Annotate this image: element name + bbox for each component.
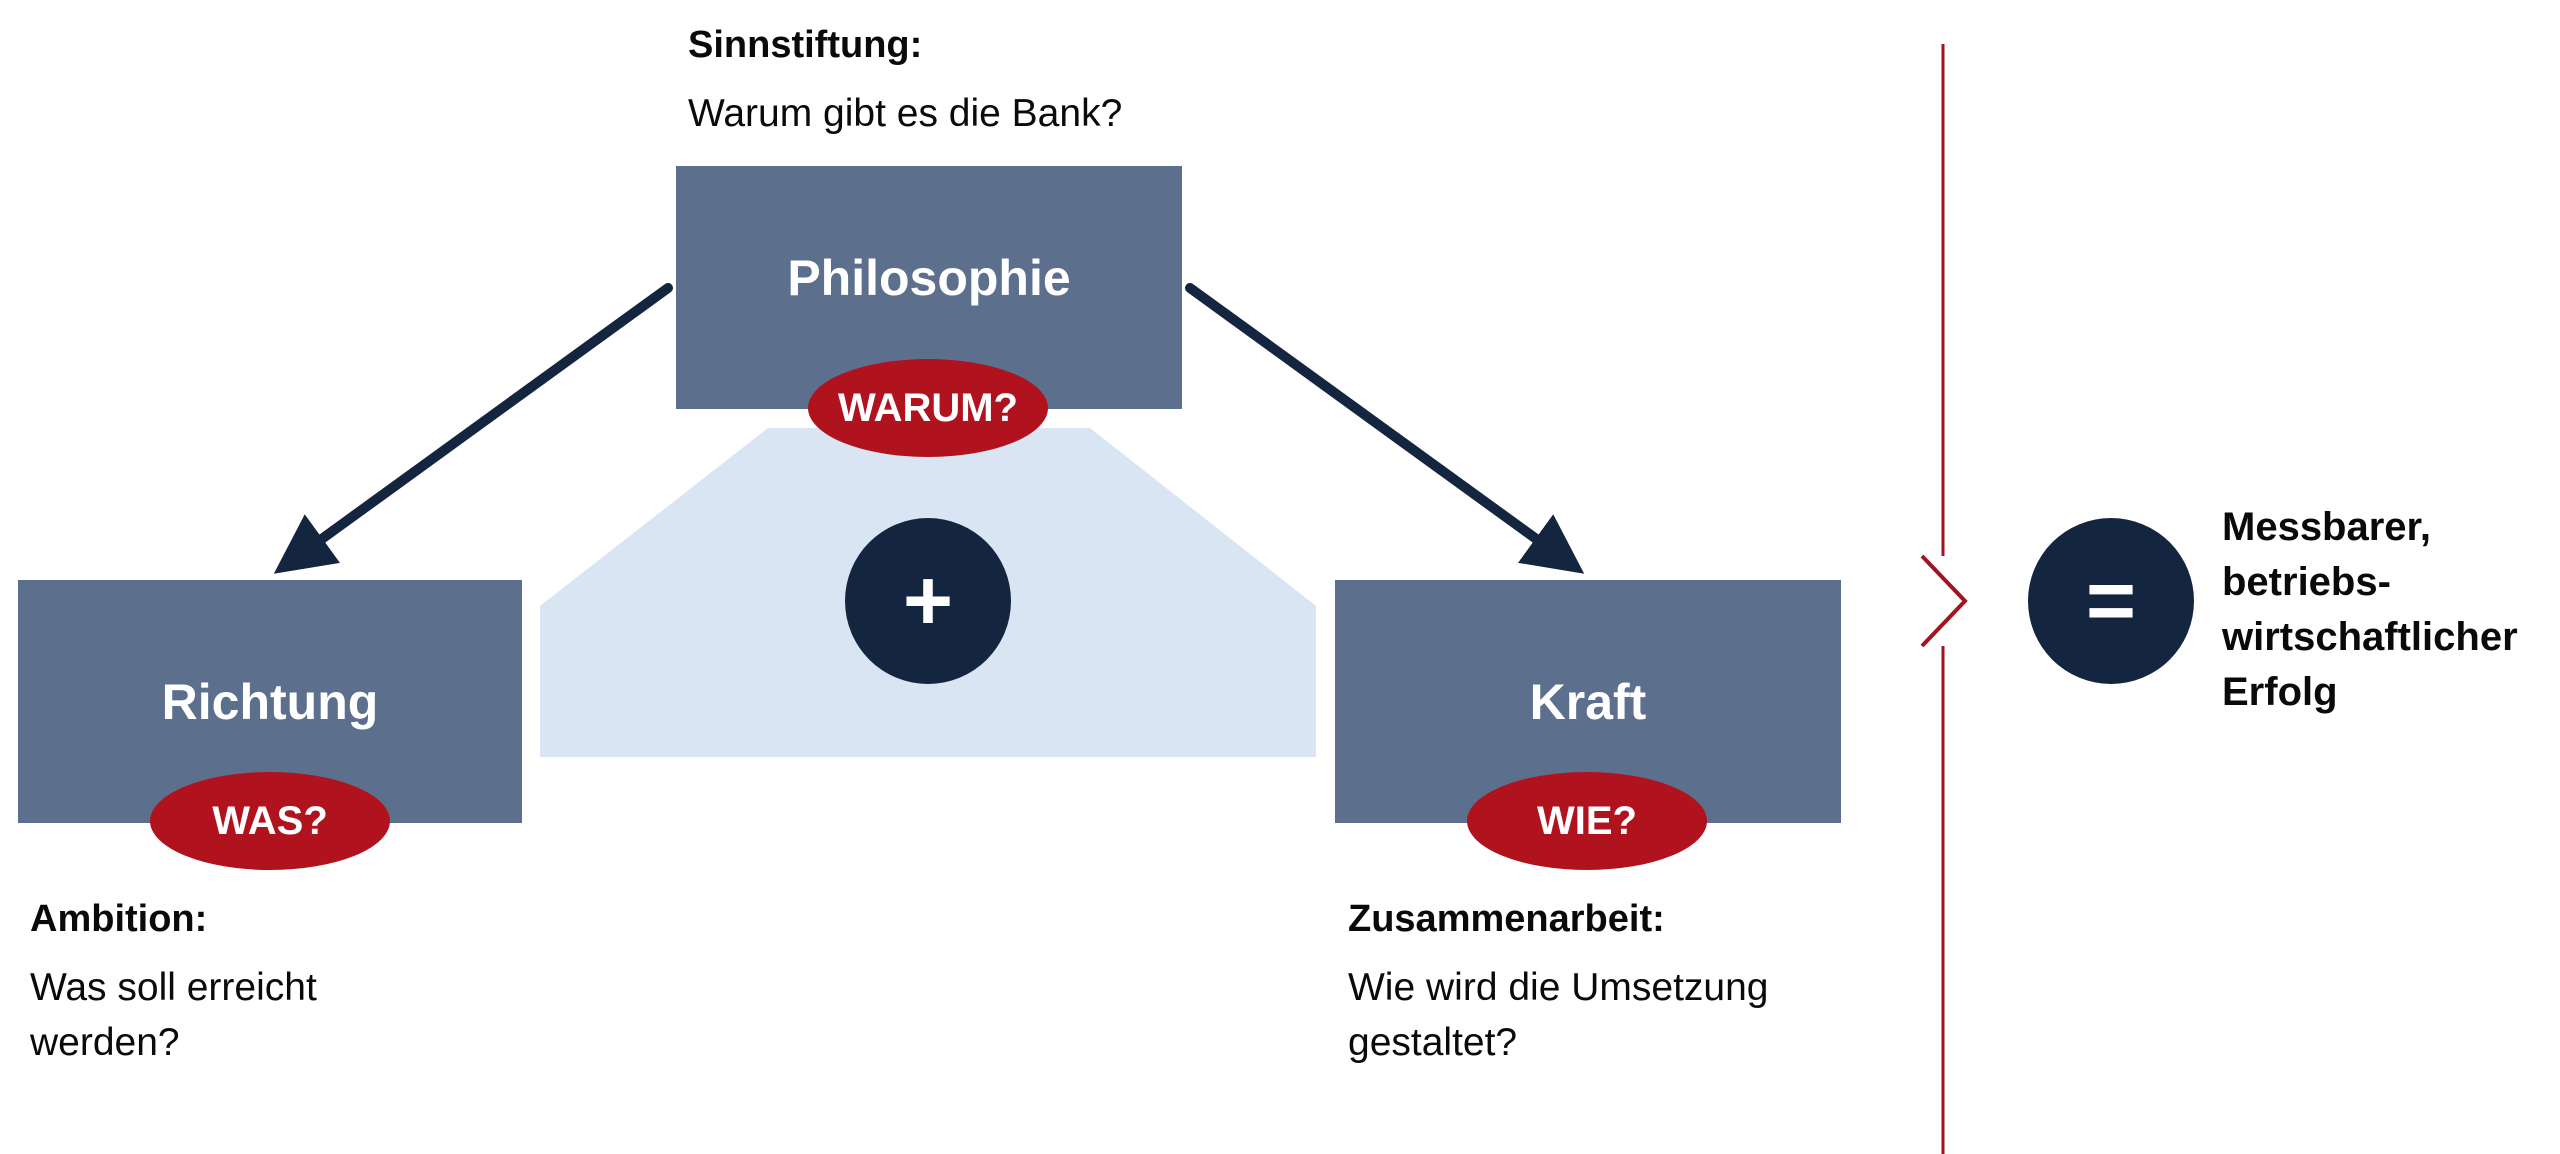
arrow-to-kraft <box>1185 283 1585 574</box>
warum-badge: WARUM? <box>808 359 1048 457</box>
arrow-to-richtung <box>273 283 673 574</box>
wie-badge: WIE? <box>1467 772 1707 870</box>
was-badge: WAS? <box>150 772 390 870</box>
equals-icon: = <box>2085 553 2137 649</box>
zusammenarbeit-question: Wie wird die Umsetzung gestaltet? <box>1348 966 1769 1064</box>
plus-circle: + <box>845 518 1011 684</box>
plus-icon: + <box>902 553 954 649</box>
sinnstiftung-question: Warum gibt es die Bank? <box>688 92 1123 135</box>
divider-chevron <box>1920 554 1968 648</box>
richtung-label: Richtung <box>161 673 379 730</box>
philosophie-label: Philosophie <box>787 249 1071 306</box>
result-text: Messbarer, betriebs-wirtschaftlicher Erf… <box>2222 505 2518 714</box>
ambition-question: Was soll erreicht werden? <box>30 966 317 1064</box>
equals-circle: = <box>2028 518 2194 684</box>
kraft-label: Kraft <box>1529 673 1647 730</box>
sinnstiftung-heading: Sinnstiftung: <box>688 24 923 66</box>
ambition-heading: Ambition: <box>30 898 208 940</box>
zusammenarbeit-heading: Zusammenarbeit: <box>1348 898 1665 940</box>
